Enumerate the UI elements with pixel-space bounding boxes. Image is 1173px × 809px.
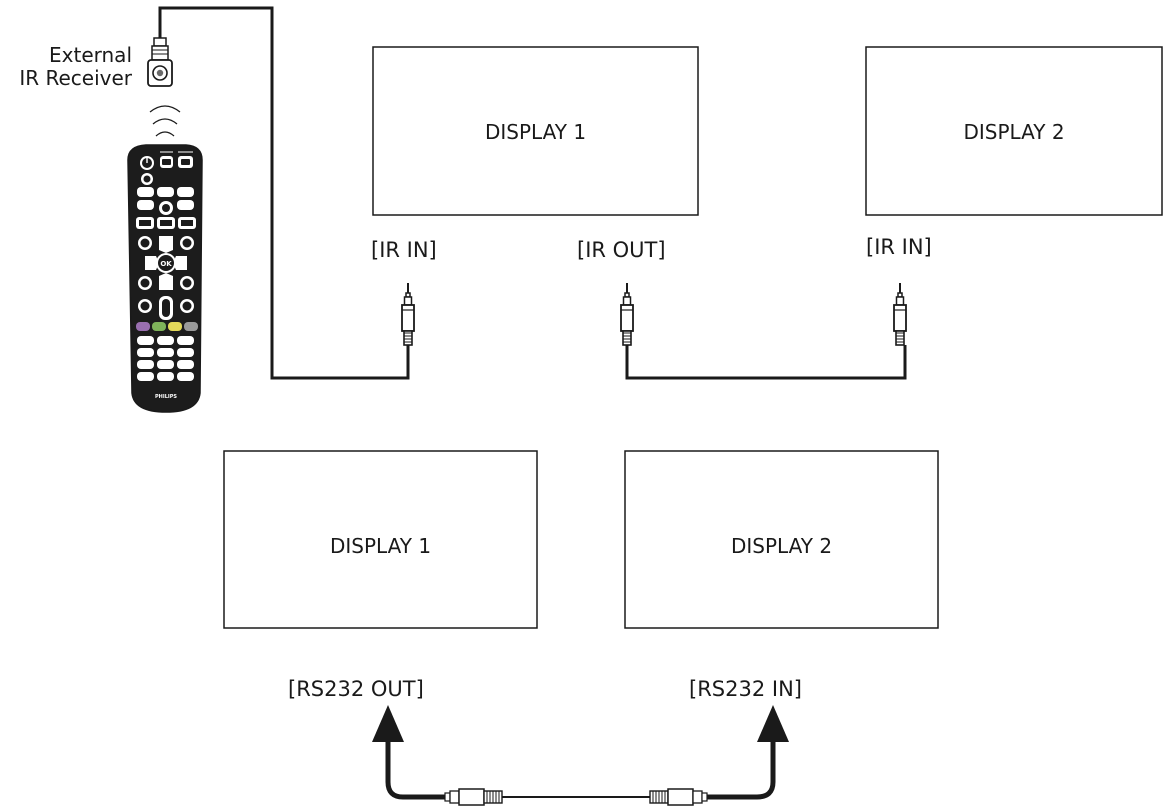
bottom-display-2-label: DISPLAY 2: [730, 534, 833, 558]
ir-receiver-label: External IR Receiver: [0, 44, 132, 90]
rs232-in-label: [RS232 IN]: [689, 677, 802, 701]
display2-ir-in-label: [IR IN]: [866, 235, 932, 259]
bottom-display-1-label: DISPLAY 1: [329, 534, 432, 558]
rs232-cable-connector-left: [434, 788, 503, 806]
rs232-in-arrow-icon: [757, 705, 789, 742]
ir-receiver-icon: [147, 59, 173, 87]
top-display-2-label: DISPLAY 2: [963, 120, 1065, 144]
ir-receiver-plug: [151, 37, 169, 61]
display1-ir-in-label: [IR IN]: [371, 238, 437, 262]
display1-ir-in-jack: [401, 282, 415, 346]
rs232-out-arrow-icon: [372, 705, 404, 742]
ir-daisy-chain-cable: [625, 345, 907, 380]
ir-receiver-label-line2: IR Receiver: [19, 66, 132, 90]
display1-ir-out-label: [IR OUT]: [577, 238, 666, 262]
remote-control-icon: OK PHILIPS: [127, 144, 203, 413]
ir-receiver-label-line1: External: [49, 43, 132, 67]
top-display-2-screen: [865, 46, 1163, 216]
remote-brand-logo: PHILIPS: [155, 394, 177, 400]
rs232-cable: [385, 737, 776, 800]
rs232-out-label: [RS232 OUT]: [288, 677, 424, 701]
rs232-cable-connector-right: [649, 788, 716, 806]
display2-ir-in-jack: [893, 282, 907, 346]
top-display-1-label: DISPLAY 1: [484, 120, 587, 144]
display1-ir-out-jack: [620, 282, 634, 346]
remote-ok-label: OK: [160, 260, 172, 268]
bottom-display-1-screen: [223, 450, 538, 629]
ir-receiver-cable: [158, 6, 410, 380]
top-display-1-screen: [372, 46, 699, 216]
bottom-display-2-screen: [624, 450, 939, 629]
ir-signal-icon: [149, 105, 181, 137]
